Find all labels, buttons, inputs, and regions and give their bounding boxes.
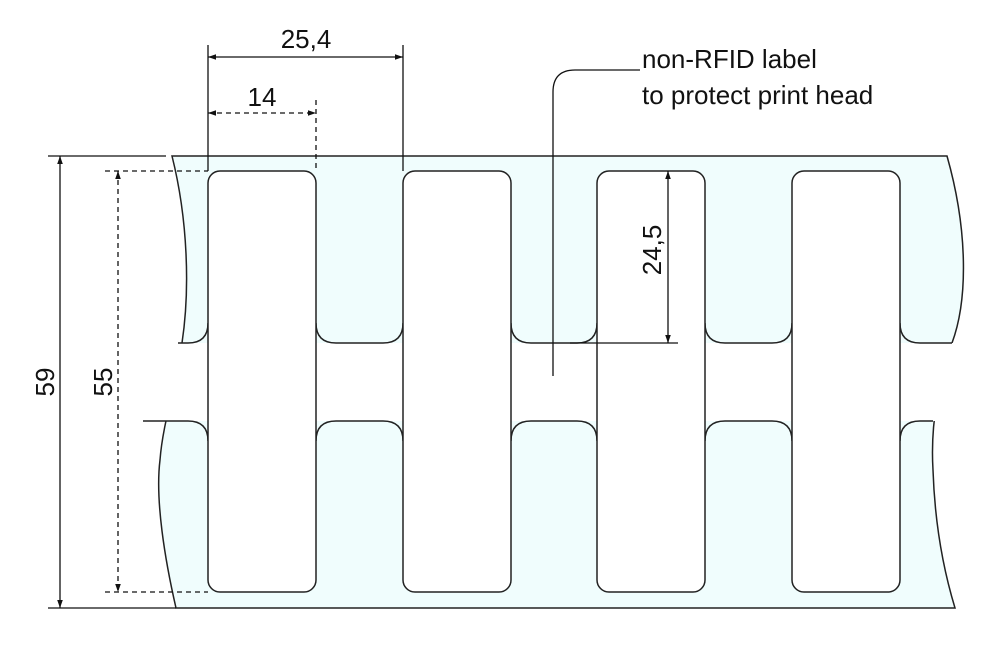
dim-label-width: 14: [248, 82, 277, 112]
liner-block-edge: [315, 322, 404, 442]
dim-liner-width: 59: [30, 368, 60, 397]
annotation-line-2: to protect print head: [642, 80, 873, 110]
rfid-label-1: [207, 170, 317, 593]
dimension-label-width: [208, 100, 317, 171]
dim-label-pitch: 25,4: [281, 24, 332, 54]
dimension-liner-width: [48, 155, 176, 609]
rfid-label-2: [402, 170, 512, 593]
dim-label-height: 55: [88, 368, 118, 397]
dimension-label-pitch: [207, 45, 404, 171]
protect-label-band: [158, 343, 958, 421]
liner-block-edge: [510, 322, 598, 442]
dimension-label-height: [105, 170, 208, 593]
annotation-leader: [552, 69, 640, 376]
rfid-label-3: [596, 170, 706, 593]
rfid-label-4: [791, 170, 901, 593]
liner-block-edge: [704, 322, 793, 442]
labels: [207, 170, 901, 593]
annotation-line-1: non-RFID label: [642, 44, 817, 74]
dimension-protect-height: [570, 171, 678, 344]
dim-protect-height: 24,5: [637, 225, 667, 276]
